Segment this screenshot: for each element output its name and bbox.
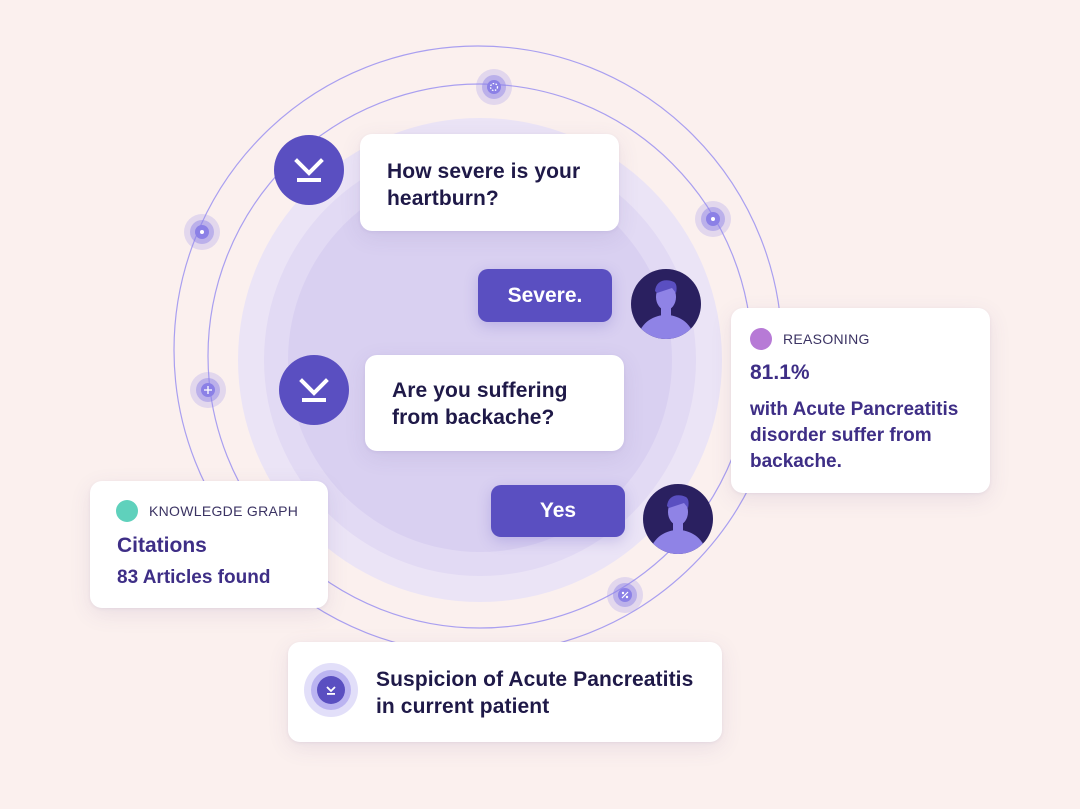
reasoning-dot xyxy=(750,328,772,350)
reasoning-stat: 81.1% xyxy=(750,361,810,384)
answer-yes-button[interactable]: Yes xyxy=(491,485,625,537)
bot-avatar-2 xyxy=(279,355,349,425)
dashed-circle-icon xyxy=(487,80,501,94)
citations-title: Citations xyxy=(117,534,207,557)
move-icon xyxy=(201,383,215,397)
orbit-node-left-upper xyxy=(184,214,220,250)
answer-severe-button[interactable]: Severe. xyxy=(478,269,612,322)
target-icon xyxy=(706,212,720,226)
reasoning-card: REASONING 81.1% with Acute Pancreatitis … xyxy=(731,308,990,493)
question-card-1: How severe is your heartburn? xyxy=(360,134,619,231)
target-icon xyxy=(195,225,209,239)
orbit-node-left-lower xyxy=(190,372,226,408)
conclusion-icon-halo xyxy=(304,663,358,717)
question-card-2: Are you suffering from backache? xyxy=(365,355,624,451)
question-1-text: How severe is your heartburn? xyxy=(387,160,581,210)
question-2-text: Are you suffering from backache? xyxy=(392,379,568,429)
user-avatar-1 xyxy=(631,269,701,339)
knowledge-graph-card: KNOWLEGDE GRAPH Citations 83 Articles fo… xyxy=(90,481,328,608)
user-avatar-2 xyxy=(643,484,713,554)
conclusion-text: Suspicion of Acute Pancreatitis in curre… xyxy=(376,668,694,718)
orbit-node-bottom xyxy=(607,577,643,613)
articles-found: 83 Articles found xyxy=(117,567,271,588)
conclusion-card: Suspicion of Acute Pancreatitis in curre… xyxy=(288,642,722,742)
orbit-node-right xyxy=(695,201,731,237)
knowledge-dot xyxy=(116,500,138,522)
orbit-node-top xyxy=(476,69,512,105)
download-arrow-icon xyxy=(317,676,345,704)
reasoning-description: with Acute Pancreatitis disorder suffer … xyxy=(750,399,959,472)
knowledge-graph-tag: KNOWLEGDE GRAPH xyxy=(149,503,299,519)
percent-icon xyxy=(618,588,632,602)
reasoning-tag: REASONING xyxy=(783,331,870,347)
download-arrow-icon xyxy=(294,158,324,182)
download-arrow-icon xyxy=(299,378,329,402)
bot-avatar-1 xyxy=(274,135,344,205)
